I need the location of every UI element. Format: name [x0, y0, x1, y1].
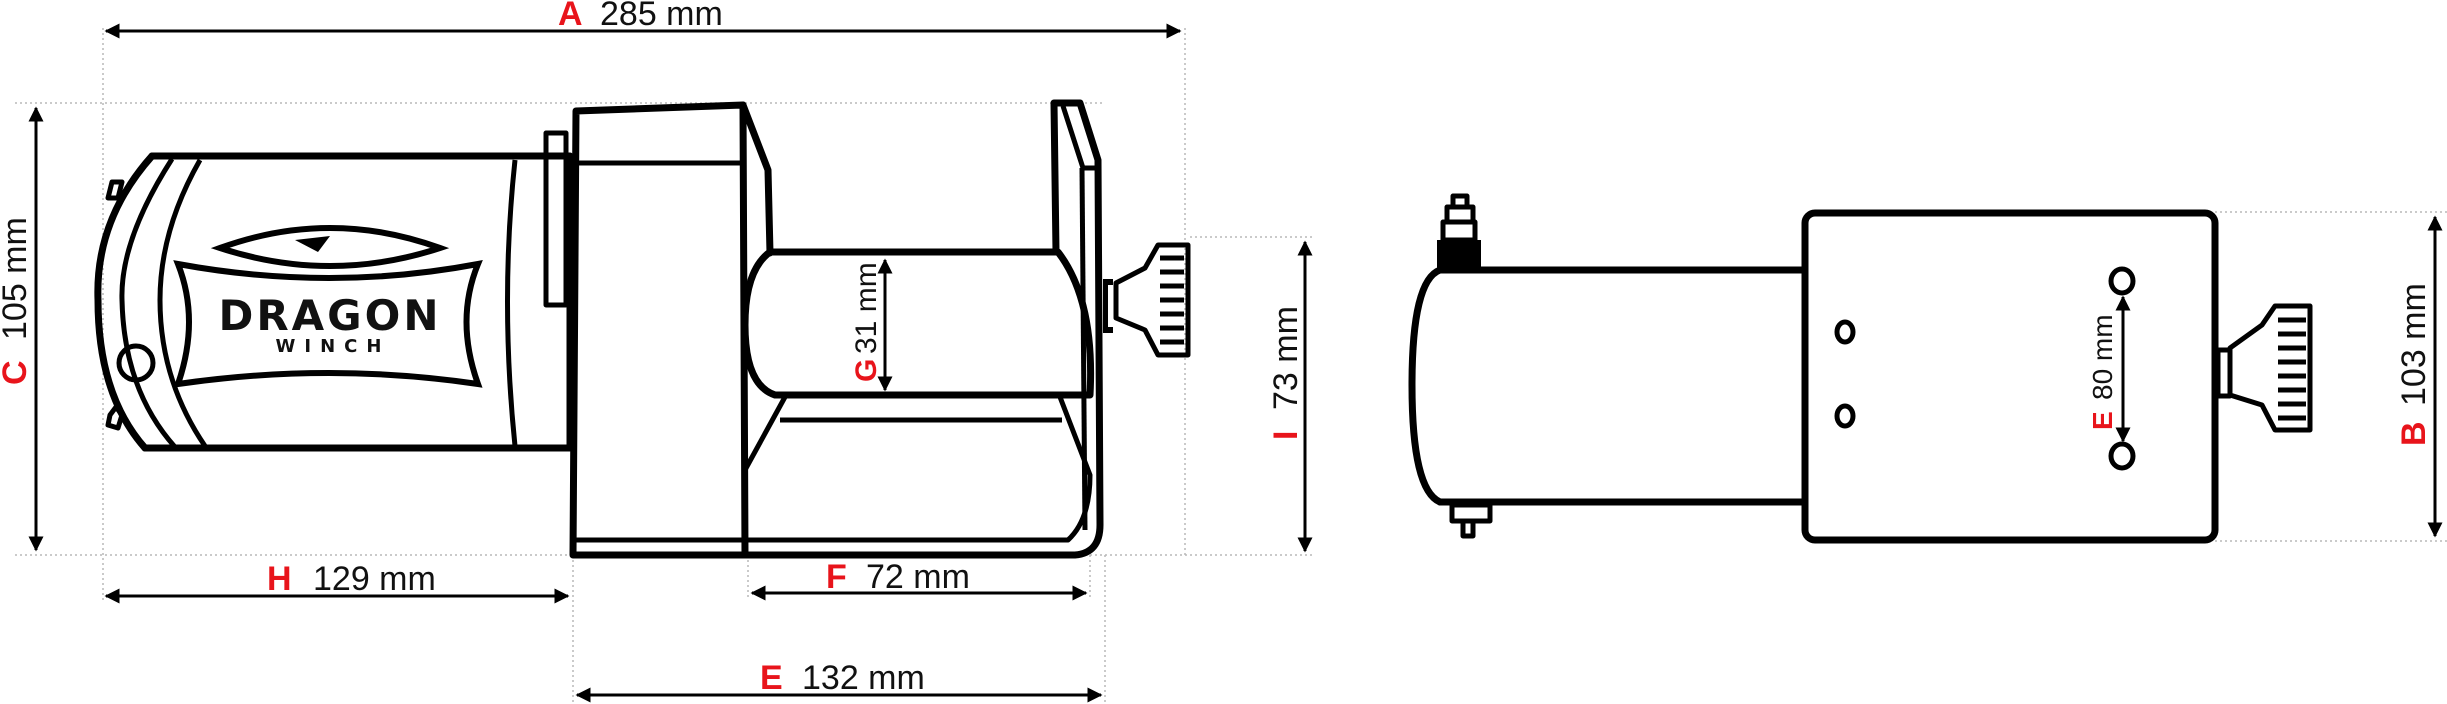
- dimension-H: H 129 mm: [104, 560, 570, 604]
- dimension-I: I 73 mm: [1267, 240, 1313, 553]
- dim-E-side-key: E: [760, 659, 783, 697]
- terminal-top: [1437, 193, 1481, 270]
- logo-brand-text: DRAGON: [218, 291, 441, 340]
- dim-G-key: G: [850, 359, 883, 382]
- gearbox: [569, 101, 774, 559]
- top-view: [1408, 193, 2313, 544]
- dimension-E-side: E 132 mm: [575, 659, 1103, 703]
- dragon-winch-logo: DRAGON WINCH: [173, 225, 483, 388]
- dimension-G: G 31 mm: [850, 258, 893, 392]
- clutch-knob-top: [2215, 303, 2313, 433]
- dim-E-top-value: 80 mm: [2087, 314, 2118, 400]
- dim-F-key: F: [826, 558, 847, 596]
- dim-H-key: H: [267, 560, 292, 598]
- dimension-A: A 285 mm: [104, 0, 1182, 39]
- terminal-bottom: [1449, 502, 1493, 539]
- dim-G-value: 31 mm: [850, 262, 883, 354]
- knurl-ridges: [1160, 255, 1184, 345]
- drum-frame: [741, 99, 1104, 559]
- dimension-B: B 103 mm: [2395, 215, 2443, 538]
- dim-H-value: 129 mm: [313, 560, 436, 598]
- dimension-C: C 105 mm: [0, 106, 44, 552]
- dim-B-value: 103 mm: [2395, 283, 2433, 406]
- dim-B-key: B: [2395, 421, 2433, 446]
- dim-E-side-value: 132 mm: [802, 659, 925, 697]
- dim-I-key: I: [1267, 431, 1305, 440]
- dimension-F: F 72 mm: [750, 558, 1088, 601]
- dim-A-value: 285 mm: [600, 0, 723, 33]
- dim-F-value: 72 mm: [866, 558, 970, 596]
- motor-housing: [94, 130, 574, 452]
- dim-E-top-key: E: [2087, 411, 2118, 430]
- dim-I-value: 73 mm: [1267, 306, 1305, 410]
- dim-A-key: A: [558, 0, 583, 33]
- dim-C-key: C: [0, 360, 34, 385]
- clutch-knob-side: [1103, 242, 1191, 358]
- logo-subtitle-text: WINCH: [276, 336, 391, 357]
- dimension-E-top: E 80 mm: [2087, 295, 2131, 443]
- guide-lines: [15, 28, 2447, 704]
- dim-C-value: 105 mm: [0, 217, 34, 340]
